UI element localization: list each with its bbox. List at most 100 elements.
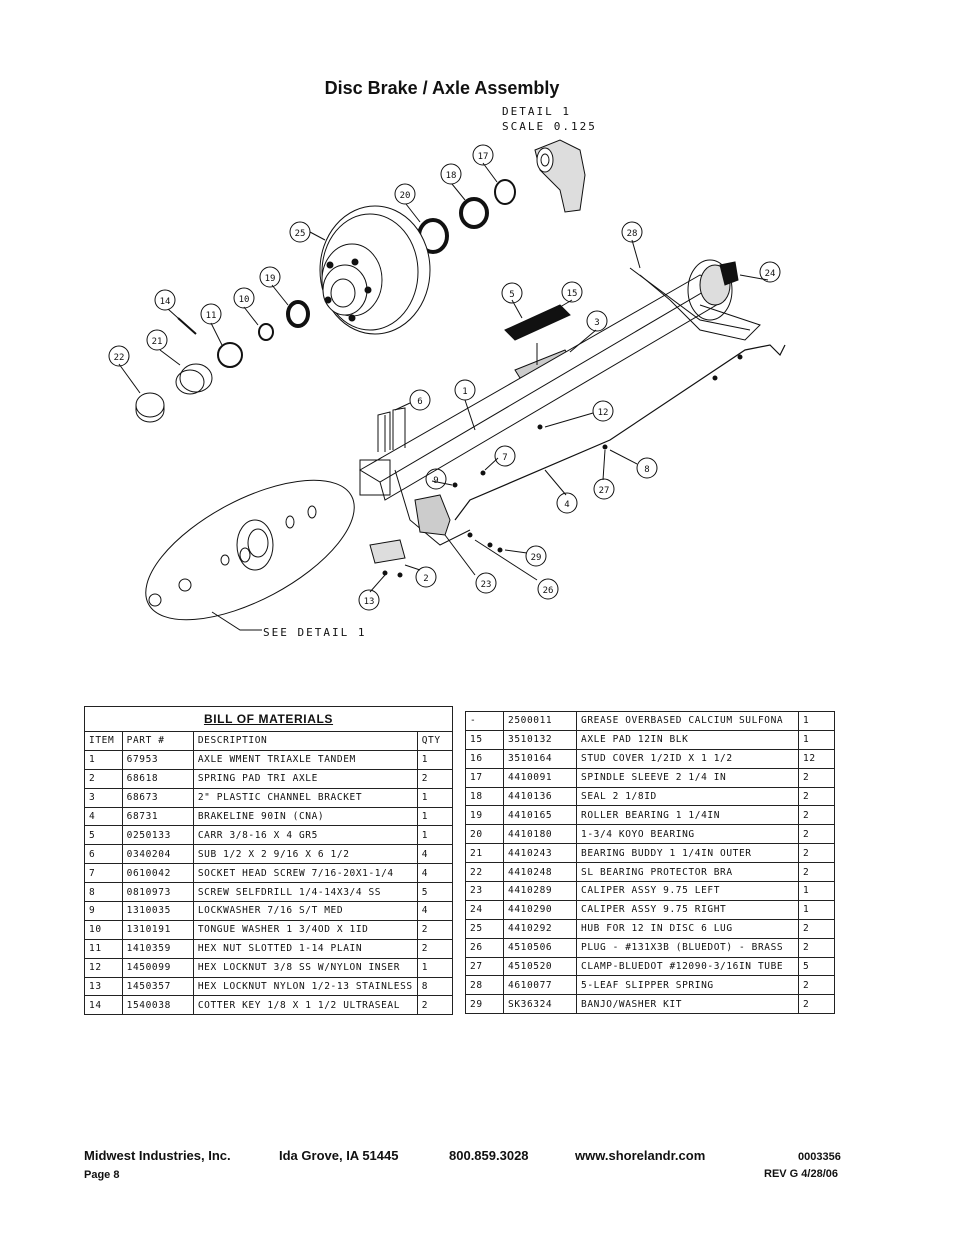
bom-qty-cell: 1 — [416, 787, 454, 808]
svg-text:27: 27 — [599, 486, 610, 496]
callout-19: 19 — [259, 266, 281, 288]
svg-text:9: 9 — [433, 476, 438, 486]
page-title: Disc Brake / Axle Assembly — [0, 78, 954, 99]
bom-item-cell: 19 — [465, 805, 504, 826]
svg-text:11: 11 — [206, 311, 217, 321]
bom-description-cell: HEX NUT SLOTTED 1-14 PLAIN — [192, 938, 418, 959]
bom-description-cell: COTTER KEY 1/8 X 1 1/2 ULTRASEAL — [192, 995, 418, 1016]
bom-description-cell: SPINDLE SLEEVE 2 1/4 IN — [576, 767, 799, 788]
axle-pad-icon — [504, 304, 571, 341]
bom-qty-cell: 2 — [416, 938, 454, 959]
detail-1-callout — [145, 479, 355, 631]
detail-label: DETAIL 1 — [502, 105, 571, 118]
tongue-washer-icon — [258, 323, 274, 341]
bom-qty-cell: 1 — [798, 729, 835, 750]
roller-bearing-icon — [286, 300, 310, 328]
footer-company: Midwest Industries, Inc. — [84, 1148, 231, 1163]
bom-description-cell: SOCKET HEAD SCREW 7/16-20X1-1/4 — [192, 863, 418, 884]
col-header-qty: QTY — [416, 731, 454, 751]
bom-description-cell: HEX LOCKNUT NYLON 1/2-13 STAINLESS — [192, 976, 418, 997]
bom-qty-cell: 2 — [798, 824, 835, 845]
bom-part-cell: 1410359 — [121, 938, 194, 959]
callout-23: 23 — [475, 572, 497, 594]
bom-description-cell: PLUG - #131X3B (BLUEDOT) - BRASS — [576, 937, 799, 958]
callout-4: 4 — [556, 492, 578, 514]
bom-qty-cell: 2 — [798, 937, 835, 958]
bom-title: BILL OF MATERIALS — [84, 706, 453, 732]
svg-text:1: 1 — [462, 387, 467, 397]
bom-qty-cell: 2 — [798, 843, 835, 864]
bom-part-cell: 4510520 — [503, 956, 577, 977]
bom-description-cell: CALIPER ASSY 9.75 RIGHT — [576, 899, 799, 920]
bom-description-cell: AXLE PAD 12IN BLK — [576, 729, 799, 750]
bom-item-cell: 15 — [465, 729, 504, 750]
bom-part-cell: 1540038 — [121, 995, 194, 1016]
exploded-assembly-drawing: DETAIL 1 SCALE 0.125 — [108, 105, 786, 639]
bom-description-cell: 2" PLASTIC CHANNEL BRACKET — [192, 787, 418, 808]
seal-icon — [459, 197, 489, 229]
bom-description-cell: CLAMP-BLUEDOT #12090-3/16IN TUBE — [576, 956, 799, 977]
footer-revision: REV G 4/28/06 — [764, 1168, 838, 1180]
slipper-spring-icon — [629, 267, 751, 331]
bom-item-cell: 11 — [84, 938, 123, 959]
bom-item-cell: 18 — [465, 786, 504, 807]
bom-part-cell: 1310035 — [121, 901, 194, 921]
bom-part-cell: 4410136 — [503, 786, 577, 807]
svg-text:18: 18 — [446, 171, 457, 181]
callout-17: 17 — [472, 144, 494, 166]
bom-qty-cell: 4 — [416, 844, 454, 865]
col-header-item: ITEM — [84, 731, 123, 751]
bom-item-cell: - — [465, 711, 504, 731]
svg-text:26: 26 — [543, 586, 554, 596]
bom-description-cell: CALIPER ASSY 9.75 LEFT — [576, 881, 799, 901]
bom-item-cell: 17 — [465, 767, 504, 788]
footer-website[interactable]: www.shorelandr.com — [575, 1148, 706, 1163]
col-header-description: DESCRIPTION — [192, 731, 418, 751]
svg-text:25: 25 — [295, 229, 306, 239]
bom-description-cell: HUB FOR 12 IN DISC 6 LUG — [576, 918, 799, 939]
bom-part-cell: 4610077 — [503, 975, 577, 996]
footer-page-number: Page 8 — [84, 1169, 120, 1181]
bom-item-cell: 7 — [84, 863, 123, 884]
svg-text:6: 6 — [417, 397, 422, 407]
bom-description-cell: CARR 3/8-16 X 4 GR5 — [192, 825, 418, 846]
bom-qty-cell: 1 — [798, 881, 835, 901]
bom-description-cell: BRAKELINE 90IN (CNA) — [192, 806, 418, 827]
detail-scale-label: SCALE 0.125 — [502, 120, 597, 133]
footer-city: Ida Grove, IA 51445 — [279, 1148, 399, 1163]
page-title-text: Disc Brake / Axle Assembly — [324, 78, 560, 98]
bom-description-cell: AXLE WMENT TRIAXLE TANDEM — [192, 749, 418, 770]
bom-item-cell: 2 — [84, 768, 123, 789]
svg-text:8: 8 — [644, 465, 649, 475]
bom-description-cell: STUD COVER 1/2ID X 1 1/2 — [576, 748, 799, 769]
svg-text:19: 19 — [265, 274, 276, 284]
bom-part-cell: 4410180 — [503, 824, 577, 845]
callout-2: 2 — [415, 566, 437, 588]
bom-description-cell: SL BEARING PROTECTOR BRA — [576, 862, 799, 883]
bom-description-cell: LOCKWASHER 7/16 S/T MED — [192, 901, 418, 921]
callout-21: 21 — [146, 329, 168, 351]
bom-qty-cell: 2 — [416, 995, 454, 1016]
caliper-left-icon — [414, 494, 451, 536]
hub-disc-icon — [319, 205, 431, 335]
slotted-nut-icon — [217, 342, 243, 368]
svg-text:28: 28 — [627, 229, 638, 239]
callout-11: 11 — [200, 303, 222, 325]
bom-part-cell: 68618 — [121, 768, 194, 789]
bom-qty-cell: 4 — [416, 901, 454, 921]
